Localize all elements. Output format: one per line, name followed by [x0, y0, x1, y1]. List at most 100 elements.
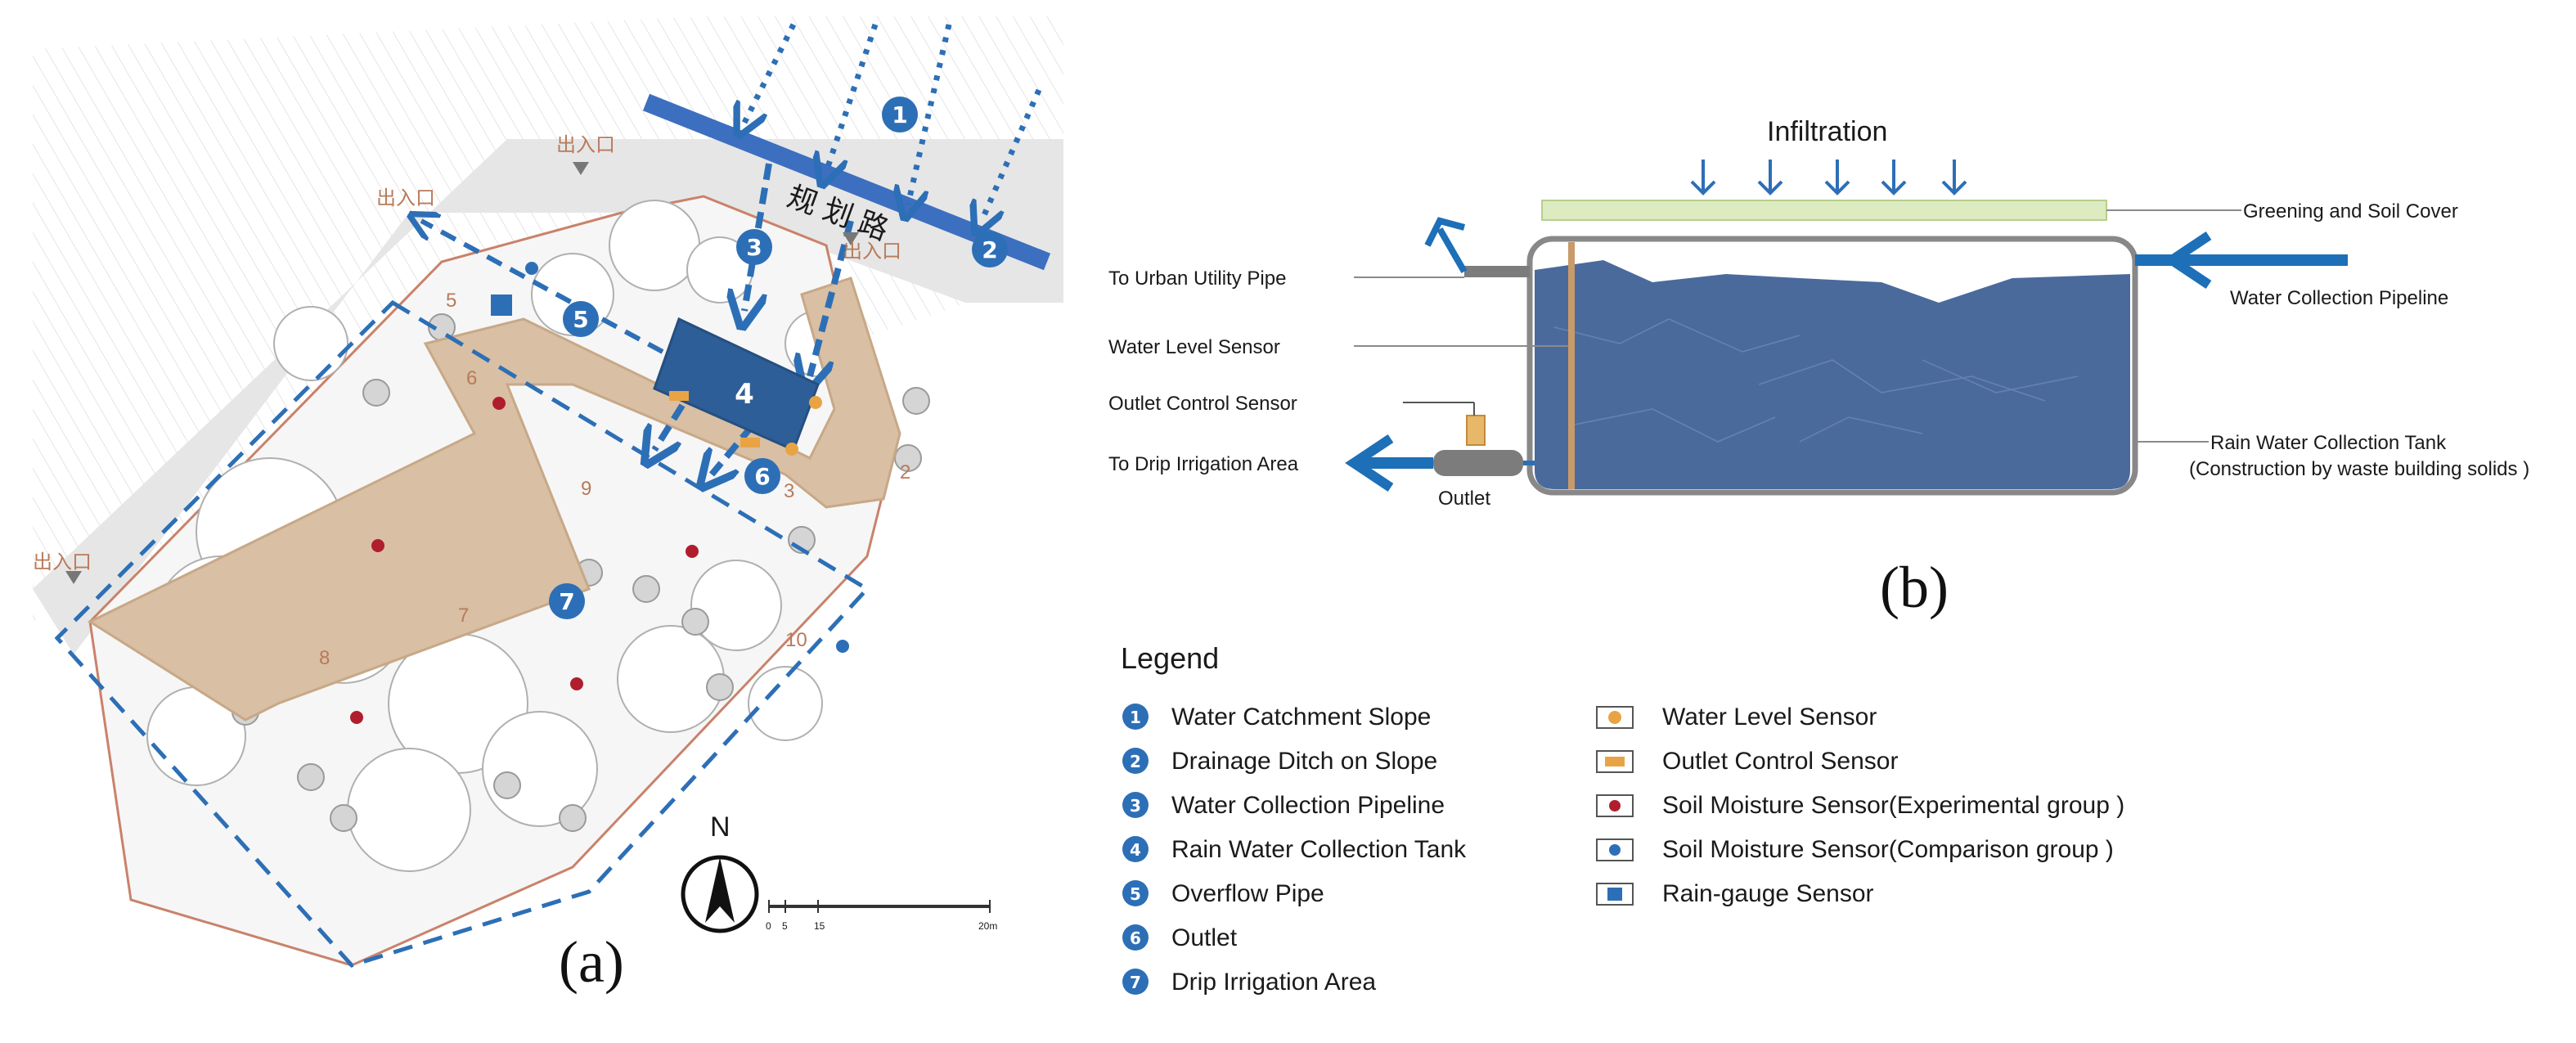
callout-3: 3	[736, 229, 772, 265]
legend-item-5: 5 Overflow Pipe	[1122, 880, 1324, 907]
svg-text:Drip Irrigation Area: Drip Irrigation Area	[1171, 969, 1376, 996]
svg-text:Soil Moisture Sensor(Experimen: Soil Moisture Sensor(Experimental group …	[1662, 792, 2124, 819]
svg-text:2: 2	[1130, 752, 1141, 771]
north-arrow-icon: N	[681, 811, 759, 933]
svg-text:5: 5	[782, 920, 788, 932]
legend-item-2: 2 Drainage Ditch on Slope	[1122, 748, 1437, 775]
site-number: 10	[785, 629, 807, 651]
entrance-label: 出入口	[376, 187, 435, 209]
svg-text:20m: 20m	[978, 920, 997, 932]
tank-label-line1: Rain Water Collection Tank	[2210, 432, 2447, 454]
site-number: 2	[900, 461, 910, 483]
panel-b-letter: (b)	[1880, 555, 1949, 620]
callout-7-icon	[1122, 969, 1149, 995]
legend-symbol-soil-experimental: Soil Moisture Sensor(Experimental group …	[1596, 792, 2124, 819]
legend-item-6: 6 Outlet	[1122, 924, 1238, 951]
legend-symbol-water-level: Water Level Sensor	[1596, 704, 1877, 731]
red-dot-icon	[1609, 800, 1621, 811]
svg-text:0: 0	[766, 920, 771, 932]
callout-4: 4	[735, 378, 754, 411]
site-number: 8	[319, 647, 330, 669]
svg-text:Soil Moisture Sensor(Compariso: Soil Moisture Sensor(Comparison group )	[1662, 836, 2114, 863]
orange-dot-icon	[1608, 711, 1621, 724]
svg-text:2: 2	[982, 236, 997, 263]
svg-text:Outlet: Outlet	[1171, 924, 1238, 951]
legend-symbol-outlet-control: Outlet Control Sensor	[1596, 748, 1898, 775]
svg-text:Rain Water Collection Tank: Rain Water Collection Tank	[1171, 836, 1467, 863]
blue-square-icon	[1607, 888, 1622, 901]
legend-item-4: 4 Rain Water Collection Tank	[1122, 836, 1467, 863]
svg-text:Drainage Ditch on Slope: Drainage Ditch on Slope	[1171, 748, 1437, 775]
rain-gauge-sensor	[491, 294, 512, 316]
outlet-label: Outlet	[1438, 488, 1490, 510]
svg-text:Rain-gauge Sensor: Rain-gauge Sensor	[1662, 880, 1874, 907]
svg-text:5: 5	[1130, 884, 1141, 904]
site-number: 7	[458, 605, 469, 627]
entrance-markers	[65, 162, 859, 584]
greening-label: Greening and Soil Cover	[2243, 200, 2458, 223]
legend-title: Legend	[1121, 641, 1219, 675]
callout-6: 6	[744, 458, 780, 494]
infiltration-title: Infiltration	[1767, 116, 1887, 147]
callout-2: 2	[972, 232, 1008, 267]
collection-pipeline-label: Water Collection Pipeline	[2230, 287, 2448, 309]
svg-text:5: 5	[573, 306, 588, 333]
callout-3-icon	[1122, 792, 1149, 818]
svg-text:N: N	[710, 811, 731, 843]
water-level-sensor	[785, 443, 798, 456]
outlet-control-sensor	[740, 438, 760, 447]
legend: Legend 1 Water Catchment Slope 2 Drainag…	[1121, 641, 2124, 996]
legend-item-3: 3 Water Collection Pipeline	[1122, 792, 1445, 819]
svg-text:3: 3	[746, 234, 762, 261]
svg-text:4: 4	[1130, 840, 1141, 860]
tank-label-line2: (Construction by waste building solids )	[2189, 458, 2529, 480]
outlet-pipe	[1433, 450, 1523, 476]
svg-text:7: 7	[559, 588, 574, 615]
blue-dot-icon	[1609, 844, 1621, 856]
walking-path	[87, 276, 901, 722]
entrance-label: 出入口	[843, 241, 901, 263]
site-number: 6	[466, 367, 477, 389]
soil-moisture-experimental	[350, 397, 699, 724]
drip-arrow-head	[1345, 434, 1394, 492]
entrance-label: 出入口	[33, 551, 92, 573]
svg-text:Water Level Sensor: Water Level Sensor	[1662, 704, 1877, 731]
infiltration-arrows	[1690, 160, 1967, 196]
svg-text:6: 6	[1130, 928, 1141, 948]
svg-text:1: 1	[1130, 708, 1141, 727]
svg-text:7: 7	[1130, 973, 1141, 992]
water-level-sensor	[809, 396, 822, 409]
tank-fill-texture	[1553, 318, 2079, 443]
svg-text:Water Collection Pipeline: Water Collection Pipeline	[1171, 792, 1445, 819]
overflow-pipe	[421, 221, 664, 354]
water-level-sensor-rod	[1568, 242, 1575, 489]
site-number: 3	[784, 480, 794, 502]
callout-6-icon	[1122, 924, 1149, 951]
outlet-control-sensor	[669, 391, 689, 401]
callout-1-icon	[1122, 704, 1149, 730]
greening-soil-cover	[1541, 200, 2107, 221]
soil-moisture-comparison	[525, 262, 849, 653]
callout-4-icon	[1122, 836, 1149, 862]
urban-utility-pipe	[1464, 266, 1530, 277]
panel-a-letter: (a)	[559, 929, 624, 995]
urban-pipe-label: To Urban Utility Pipe	[1108, 267, 1286, 290]
collection-arrow-head	[2163, 232, 2212, 289]
svg-text:3: 3	[1130, 796, 1141, 816]
svg-text:15: 15	[814, 920, 825, 932]
svg-text:Outlet Control Sensor: Outlet Control Sensor	[1662, 748, 1898, 775]
callout-7: 7	[549, 583, 585, 619]
water-level-label: Water Level Sensor	[1108, 336, 1280, 358]
svg-text:Water Catchment Slope: Water Catchment Slope	[1171, 704, 1431, 731]
site-number: 5	[446, 290, 456, 312]
catchment-arrows	[744, 23, 1042, 221]
svg-text:Overflow Pipe: Overflow Pipe	[1171, 880, 1324, 907]
outlet-control-sensor-box	[1466, 415, 1486, 446]
legend-symbol-soil-comparison: Soil Moisture Sensor(Comparison group )	[1596, 836, 2114, 863]
urban-pipe-arrow	[1424, 217, 1468, 273]
callout-5: 5	[563, 301, 599, 337]
tank-water	[1535, 260, 2130, 489]
drip-irrigation-boundary	[54, 299, 870, 968]
entrance-label: 出入口	[556, 134, 615, 156]
